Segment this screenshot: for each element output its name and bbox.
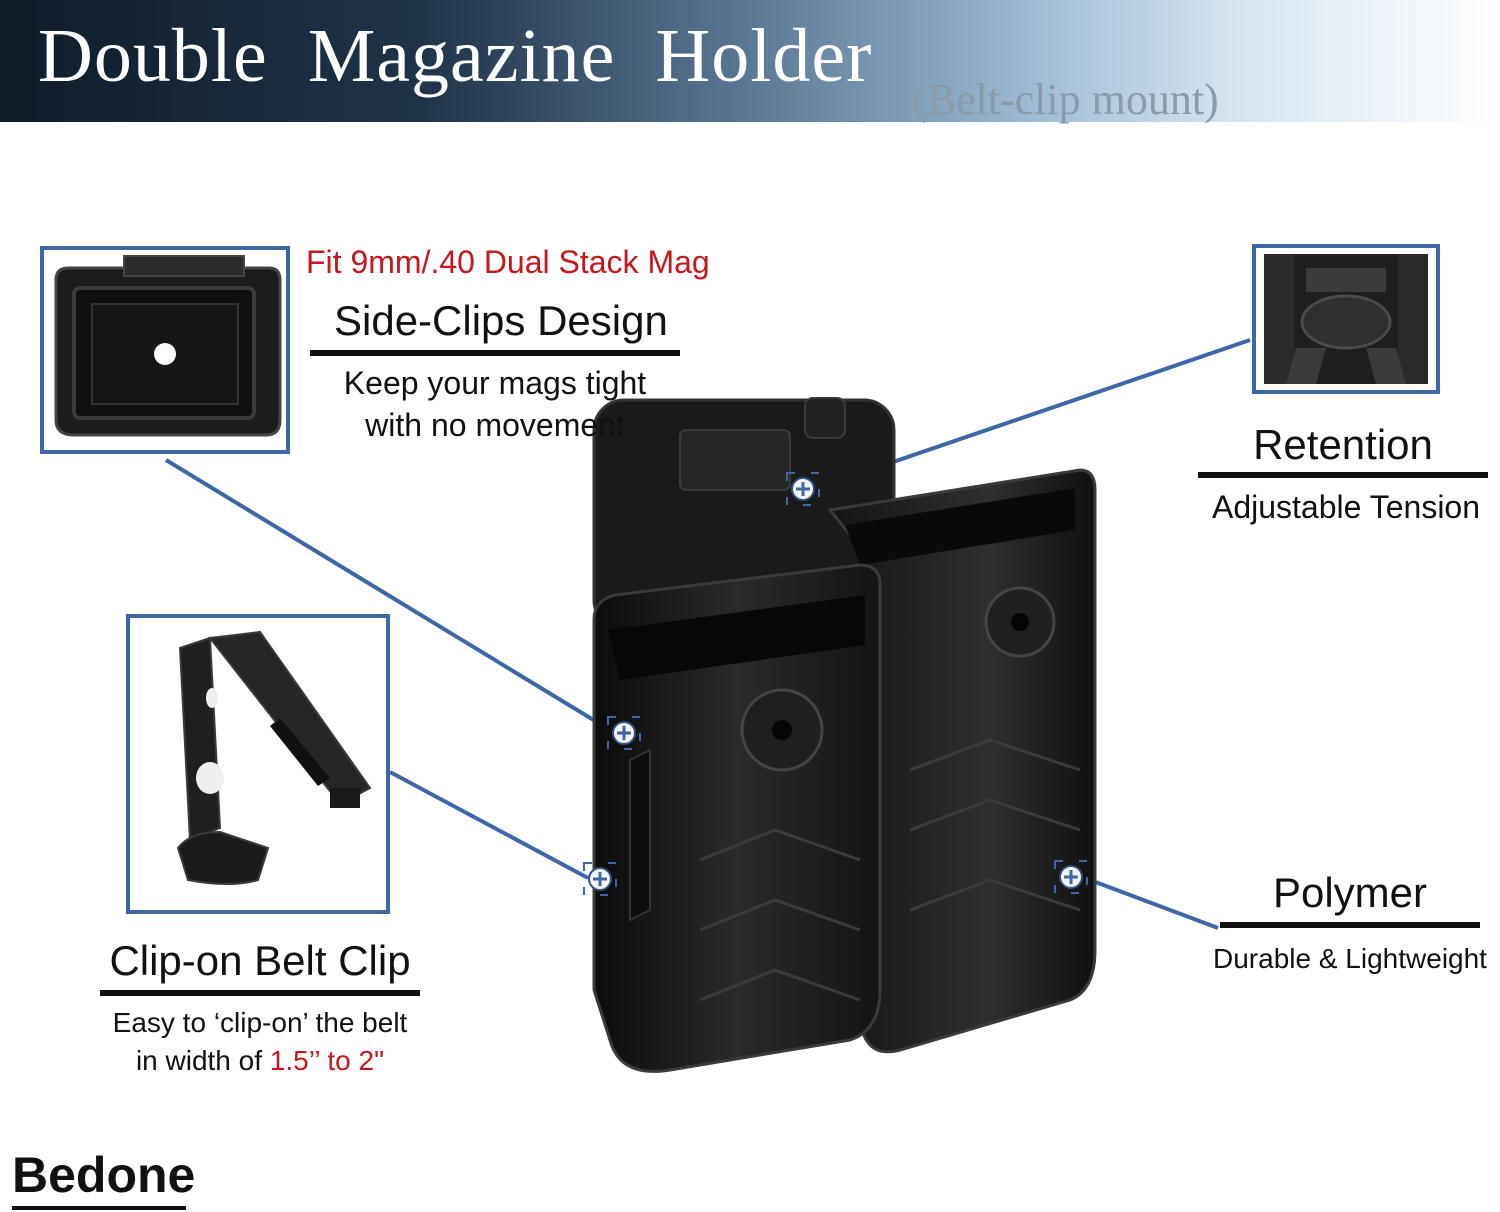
belt-clip-width-prefix: in width of <box>135 1045 270 1076</box>
belt-clip-desc-line2: in width of 1.5’’ to 2" <box>90 1040 430 1082</box>
retention-desc: Adjustable Tension <box>1211 489 1481 525</box>
polymer-underline <box>1220 922 1480 928</box>
side-clips-desc-line1: Keep your mags tight <box>343 365 647 401</box>
side-clips-underline <box>310 350 680 356</box>
page-title: Double Magazine Holder <box>38 14 873 98</box>
polymer-heading: Polymer <box>1272 869 1428 916</box>
inset-retention-detail <box>1252 244 1440 394</box>
belt-clip-width-range: 1.5’’ to 2" <box>269 1045 385 1076</box>
connector-belt-clip <box>389 770 589 880</box>
screw-marker-belt-clip <box>583 862 617 896</box>
retention-heading: Retention <box>1253 421 1433 468</box>
page-subtitle: (Belt-clip mount) <box>912 75 1219 124</box>
screw-marker-retention <box>786 472 820 506</box>
belt-clip-underline <box>100 990 420 996</box>
side-clips-heading: Side-Clips Design <box>334 297 668 344</box>
side-clips-top-view-image <box>44 250 286 450</box>
brand-logo: Bedone <box>12 1147 196 1203</box>
retention-underline <box>1198 472 1488 478</box>
brand-underline <box>12 1206 186 1210</box>
side-clips-desc-line2: with no movement <box>365 407 625 443</box>
inset-side-clips-top-view <box>40 246 290 454</box>
double-magazine-holder-product <box>592 397 1097 1073</box>
header-banner <box>0 0 1500 122</box>
screw-marker-polymer <box>1054 860 1088 894</box>
fit-note: Fit 9mm/.40 Dual Stack Mag <box>306 244 710 280</box>
belt-clip-heading: Clip-on Belt Clip <box>109 937 411 984</box>
belt-clip-image <box>130 618 386 910</box>
inset-belt-clip-detail <box>126 614 390 914</box>
retention-detail-image <box>1256 248 1436 390</box>
polymer-desc: Durable & Lightweight <box>1213 943 1487 974</box>
belt-clip-desc-line1: Easy to ‘clip-on’ the belt <box>112 1007 408 1038</box>
screw-marker-side-clips <box>607 716 641 750</box>
